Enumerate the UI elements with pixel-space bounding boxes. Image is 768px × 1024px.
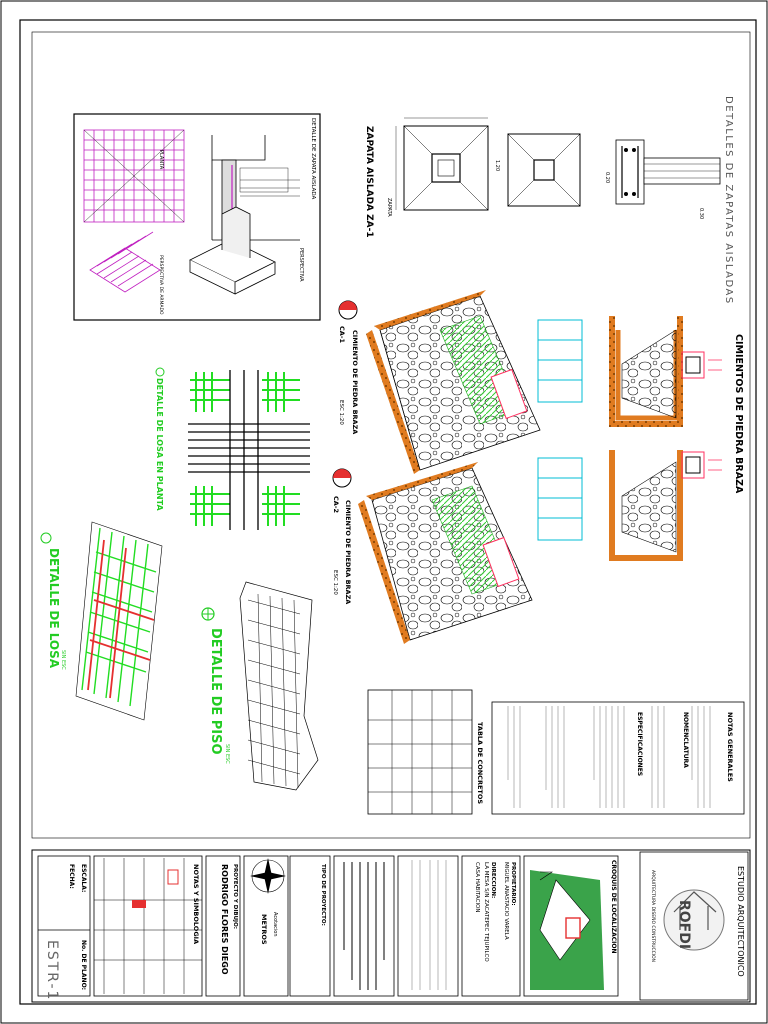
floor-scale: SIN ESC [224,744,230,764]
slab-scale: SIN ESC [60,650,66,670]
ca1-label: CIMIENTO DE PIEDRA BRAZA [351,330,359,434]
notes-title: NOTAS GENERALES [726,712,734,782]
ca2-scale: ESC 1:20 [332,570,338,595]
sheet-id: ESTR-1 [44,940,60,1001]
slab-title: DETALLE DE LOSA [47,548,61,669]
ca2-code: CA-2 [332,496,340,513]
scale-label: ESCALA: [80,864,87,892]
address-label: DIRECCION: [490,862,496,898]
studio-sub: ARQUITECTURA DISEÑO CONSTRUCCION [650,870,657,962]
floor-title: DETALLE DE PISO [208,628,223,755]
designer-name: RODRIGO FLORES DIEGO [220,864,229,975]
footing-title: ZAPATA AISLADA ZA-1 [364,126,374,238]
isometric-title: DETALLE DE ZAPATA AISLADA [310,118,316,199]
north-arrow-icon [250,858,286,894]
floor-detail-panel: DETALLE DE PISO SIN ESC [201,581,319,791]
ca2-label: CIMIENTO DE PIEDRA BRAZA [344,500,352,604]
sheet-main-title: DETALLES DE ZAPATAS AISLADAS [723,96,734,305]
owner-name: MIGUEL ANASTACIO VARELA [503,862,509,940]
isometric-footing-panel: PLANTA PERSPECTIVA DETALLE DE ZAPATA AIS… [73,113,321,321]
section-marker-ca2 [332,468,352,488]
concrete-table: TABLA DE CONCRETOS [367,689,484,815]
footing-dim-3: 0.30 [698,208,704,219]
project-type-label: TIPO DE PROYECTO: [320,864,326,926]
logo-text: ROFDI [676,900,692,949]
sheet-no-label: No. DE PLANO: [80,940,87,990]
project-type-value: CASA HABITACION [474,862,480,913]
units-value: METROS [260,914,268,945]
ca1-scale: ESC 1:20 [338,400,344,425]
date-label: FECHA: [68,864,75,889]
svg-text:ZAPATA: ZAPATA [386,198,392,217]
slab-detail-panel: DETALLE DE LOSA SIN ESC [40,521,163,721]
footing-dim-2: 0.20 [604,172,610,183]
stone-foundation-panel: CIMIENTOS DE PIEDRA BRAZA [332,290,744,644]
designer-label: PROYECTO Y DIBUJO: [232,864,238,929]
footing-plan-panel: DETALLES DE ZAPATAS AISLADAS ZAPATA ZAPA… [364,96,734,305]
location-title: CROQUIS DE LOCALIZACION [610,860,617,953]
footing-dim-1: 1.20 [494,160,500,171]
general-notes-panel: NOTAS GENERALES NOMENCLATURA ESPECIFICAC… [491,701,745,815]
foundation-title: CIMIENTOS DE PIEDRA BRAZA [733,334,744,494]
symbols-title: NOTAS Y SIMBOLOGIA [192,864,200,944]
notes-nomenclature: NOMENCLATURA [682,712,689,768]
notes-specs: ESPECIFICACIONES [636,712,643,776]
address-value: LA MESA S/N ZACATEPEC TEJUPILCO [483,862,489,962]
studio-name: ESTUDIO ARQUITECTONICO [736,866,745,977]
studio-logo [663,889,725,951]
concrete-table-title: TABLA DE CONCRETOS [476,722,484,804]
units-label: Acotacion [272,912,278,937]
title-block: ESTUDIO ARQUITECTONICO ROFDI ARQUITECTUR… [31,849,751,1003]
slab-plan-title: DETALLE DE LOSA EN PLANTA [155,378,164,511]
isometric-subtitle: PERSPECTIVA DE ARMADO [158,255,164,315]
slab-plan-panel: DETALLE DE LOSA EN PLANTA [155,367,310,530]
svg-text:PERSPECTIVA: PERSPECTIVA [298,248,304,282]
svg-text:PLANTA: PLANTA [158,150,164,170]
section-marker-ca1 [338,300,358,320]
outer-border [19,19,757,1005]
owner-label: PROPIETARIO: [510,862,516,906]
ca1-code: CA-1 [338,326,346,343]
